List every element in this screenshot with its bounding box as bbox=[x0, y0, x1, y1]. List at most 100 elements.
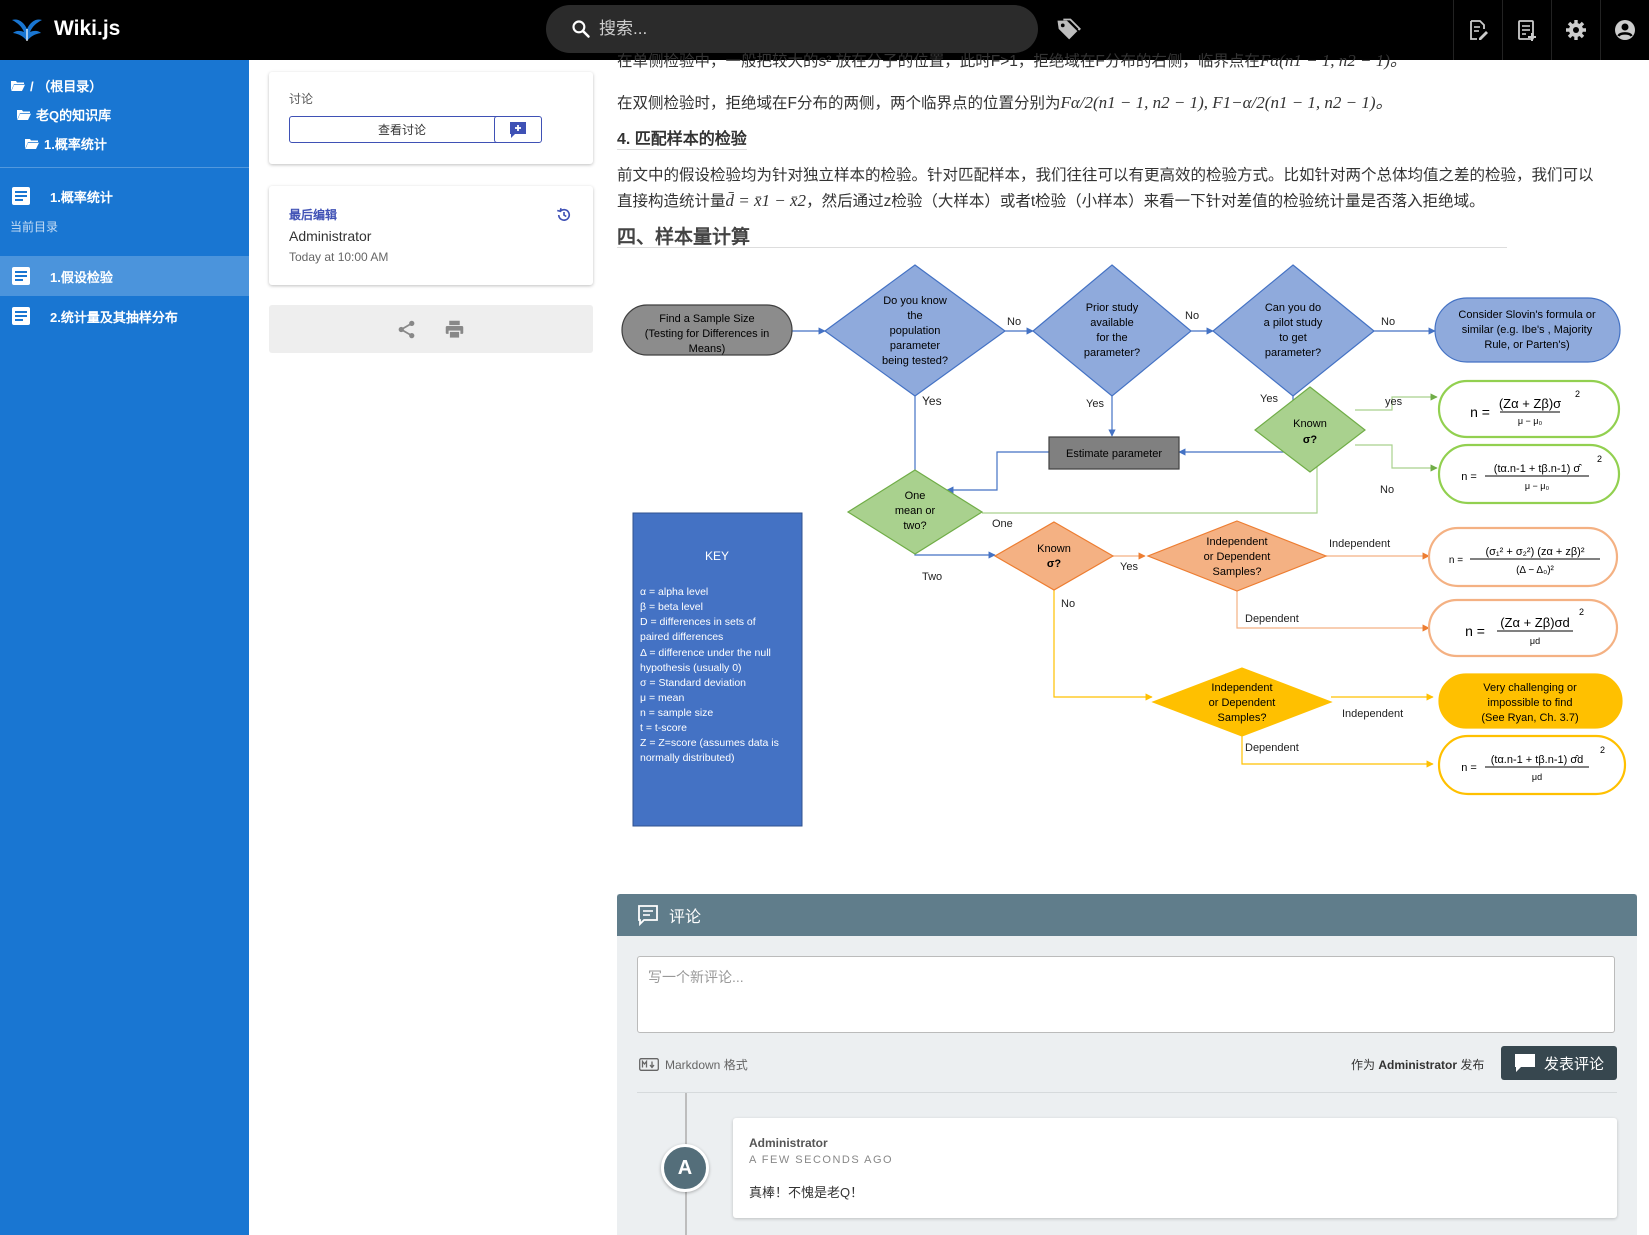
paragraph-matched-samples-2: 直接构造统计量d̄ = x̄1 − x̄2，然后通过z检验（大样本）或者t检验（… bbox=[617, 188, 1485, 215]
comment-icon bbox=[1514, 1054, 1535, 1072]
breadcrumb-label: 老Q的知识库 bbox=[36, 108, 112, 123]
node-text: parameter? bbox=[1265, 347, 1321, 359]
node-text: σ? bbox=[1047, 558, 1062, 570]
search-input[interactable] bbox=[599, 19, 999, 39]
node-text: to get bbox=[1279, 332, 1307, 344]
gear-icon bbox=[1566, 20, 1586, 40]
node-text: Find a Sample Size bbox=[659, 313, 754, 325]
node-text: Means) bbox=[689, 343, 726, 355]
app-logo[interactable]: Wiki.js bbox=[10, 14, 120, 44]
account-button[interactable] bbox=[1600, 0, 1649, 60]
section-heading-sample-size: 四、样本量计算 bbox=[617, 227, 751, 248]
flow-decision-pilot-study: Can you do a pilot study to get paramete… bbox=[1212, 264, 1375, 397]
flow-start-node: Find a Sample Size (Testing for Differen… bbox=[621, 304, 793, 356]
tags-icon[interactable] bbox=[1054, 16, 1082, 44]
flow-slovin-node: Consider Slovin's formula or similar (e.… bbox=[1434, 297, 1621, 363]
edge-label: Yes bbox=[922, 394, 942, 408]
breadcrumb-root[interactable]: / （根目录） bbox=[11, 76, 102, 95]
inline-math: Fα(n1 − 1, n2 − 1)。 bbox=[1259, 51, 1407, 70]
edit-page-icon bbox=[1470, 20, 1488, 40]
print-icon[interactable] bbox=[444, 319, 465, 340]
formula-text: n = bbox=[1461, 471, 1477, 483]
formula-text: 2 bbox=[1600, 745, 1605, 755]
node-text: Independent bbox=[1211, 682, 1272, 694]
key-line: Δ = difference under the null bbox=[640, 647, 771, 659]
edit-page-button[interactable] bbox=[1453, 0, 1502, 60]
node-text: (See Ryan, Ch. 3.7) bbox=[1481, 712, 1578, 724]
edge-label: Yes bbox=[1260, 393, 1278, 405]
paragraph-text: 在单侧检验中，一般把较大的s² 放在分子的位置，此时F>1，拒绝域在F分布的右侧… bbox=[617, 53, 1260, 70]
node-text: Very challenging or bbox=[1483, 682, 1577, 694]
view-discussion-button[interactable]: 查看讨论 bbox=[289, 116, 515, 143]
edge-label: One bbox=[992, 518, 1013, 530]
node-text: Do you know bbox=[883, 295, 947, 307]
key-line: μ = mean bbox=[640, 692, 684, 704]
new-comment-input[interactable] bbox=[637, 956, 1615, 1033]
document-icon bbox=[12, 267, 30, 285]
node-text: or Dependent bbox=[1204, 551, 1271, 563]
last-edit-user: Administrator bbox=[289, 228, 372, 244]
flow-decision-known-sigma-one: Known σ? bbox=[1254, 386, 1366, 473]
heading-underline bbox=[617, 149, 747, 150]
edge-label: No bbox=[1007, 316, 1021, 328]
key-line: normally distributed) bbox=[640, 752, 735, 764]
folder-open-icon bbox=[11, 80, 25, 91]
node-text: two? bbox=[903, 520, 926, 532]
comment-item: Administrator A FEW SECONDS AGO 真棒！不愧是老Q… bbox=[733, 1118, 1617, 1218]
node-text: Independent bbox=[1206, 536, 1267, 548]
new-page-button[interactable] bbox=[1502, 0, 1551, 60]
node-text: Estimate parameter bbox=[1066, 448, 1162, 460]
key-line: Z = Z=score (assumes data is bbox=[640, 737, 779, 749]
node-text: or Dependent bbox=[1209, 697, 1276, 709]
breadcrumb-probability[interactable]: 1.概率统计 bbox=[25, 134, 107, 153]
edge-label: yes bbox=[1385, 396, 1403, 408]
discussion-label: 讨论 bbox=[289, 92, 314, 106]
formula-text: μd bbox=[1530, 636, 1540, 646]
share-icon[interactable] bbox=[396, 319, 417, 340]
history-icon[interactable] bbox=[555, 206, 573, 224]
node-text: Samples? bbox=[1218, 712, 1267, 724]
sidebar-item-label: 1.假设检验 bbox=[50, 269, 113, 285]
flow-key-legend: KEY α = alpha level β = beta level D = d… bbox=[632, 512, 803, 827]
avatar: A bbox=[661, 1144, 709, 1192]
search-bar[interactable] bbox=[546, 5, 1038, 53]
node-text: being tested? bbox=[882, 355, 948, 367]
node-text: Rule, or Parten's) bbox=[1484, 339, 1569, 351]
breadcrumb-knowledge-base[interactable]: 老Q的知识库 bbox=[17, 105, 111, 124]
key-line: D = differences in sets of bbox=[640, 616, 756, 628]
edge-label: No bbox=[1380, 484, 1394, 496]
markdown-format-hint: Markdown 格式 bbox=[639, 1056, 748, 1073]
formula-text: n = bbox=[1470, 404, 1490, 420]
paragraph-text: ，然后通过z检验（大样本）或者t检验（小样本）来看一下针对差值的检验统计量是否落… bbox=[806, 193, 1485, 210]
top-actions bbox=[1453, 0, 1649, 60]
edge-label: No bbox=[1185, 310, 1199, 322]
admin-settings-button[interactable] bbox=[1551, 0, 1600, 60]
edge-label: Yes bbox=[1120, 561, 1138, 573]
formula-text: 2 bbox=[1597, 454, 1602, 464]
node-text: (Testing for Differences in bbox=[645, 328, 770, 340]
sidebar-item-sampling-distribution[interactable]: 2.统计量及其抽样分布 bbox=[0, 296, 249, 336]
edge-label: Yes bbox=[1086, 398, 1104, 410]
account-icon bbox=[1615, 20, 1635, 40]
post-as-user: Administrator bbox=[1378, 1058, 1458, 1072]
formula-unknown-sigma-dependent: n = (tα.n-1 + tβ.n-1) σ̂d μd 2 bbox=[1437, 734, 1627, 796]
section-heading-matched-samples: 4. 匹配样本的检验 bbox=[617, 131, 747, 148]
edge-label: Independent bbox=[1329, 538, 1390, 550]
key-line: α = alpha level bbox=[640, 586, 708, 598]
app-title: Wiki.js bbox=[54, 17, 121, 40]
post-comment-button[interactable]: 发表评论 bbox=[1501, 1046, 1617, 1080]
formula-text: (Δ − Δ₀)² bbox=[1516, 565, 1554, 576]
comments-title: 评论 bbox=[669, 909, 702, 926]
new-comment-button[interactable] bbox=[494, 116, 542, 143]
sidebar-item-hypothesis-testing[interactable]: 1.假设检验 bbox=[0, 256, 249, 296]
node-text: impossible to find bbox=[1488, 697, 1573, 709]
node-text: population bbox=[890, 325, 941, 337]
comment-author: Administrator bbox=[749, 1136, 828, 1150]
document-icon bbox=[12, 187, 30, 205]
sidebar-item-parent[interactable]: 1.概率统计 bbox=[0, 176, 249, 216]
markdown-icon bbox=[639, 1058, 659, 1071]
formula-text: n = bbox=[1465, 623, 1485, 639]
discussion-card: 讨论 查看讨论 bbox=[269, 72, 593, 164]
comment-text-icon bbox=[638, 905, 658, 926]
node-text: Prior study bbox=[1086, 302, 1139, 314]
